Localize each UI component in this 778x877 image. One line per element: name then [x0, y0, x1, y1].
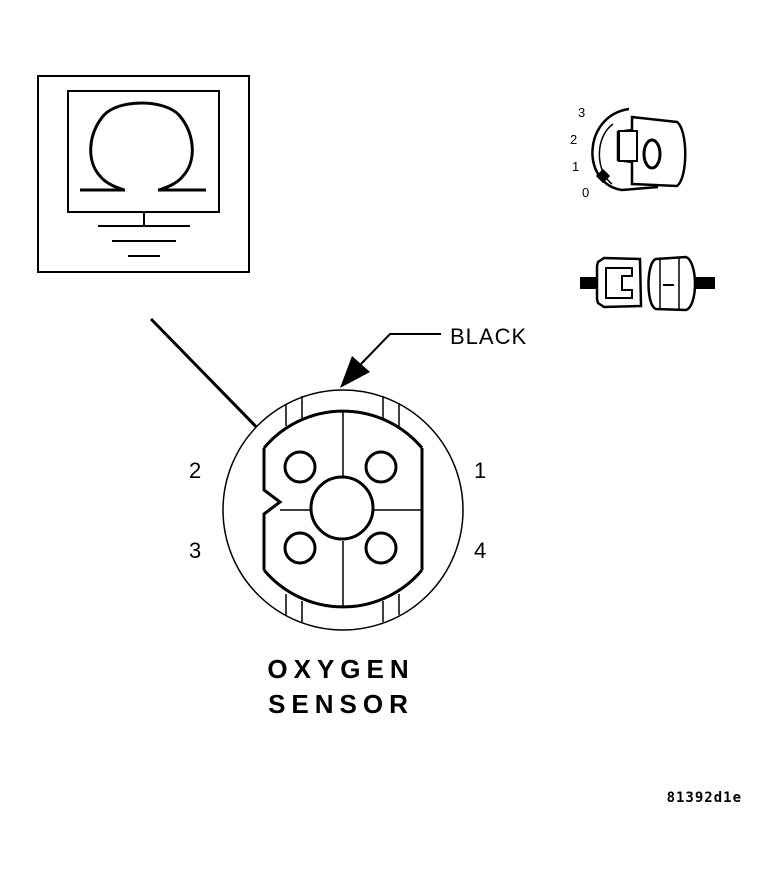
connector-center-post [309, 475, 375, 541]
reference-code: 81392d1e [667, 790, 742, 806]
title-line-2: SENSOR [268, 689, 414, 719]
pin-cavity-2 [283, 450, 317, 484]
pin-cavity-4 [364, 531, 398, 565]
pin-label-2: 2 [189, 458, 201, 483]
pin-label-1: 1 [474, 458, 486, 483]
key-position-marker [595, 168, 611, 184]
pin-cavity-3 [283, 531, 317, 565]
title-line-1: OXYGEN [267, 654, 414, 684]
pin-label-3: 3 [189, 538, 201, 563]
ohmmeter-symbol [37, 75, 250, 273]
ohmmeter-display [67, 90, 220, 213]
ohm-icon [80, 101, 206, 192]
disconnected-connector-icon [580, 255, 715, 312]
key-position-1: 1 [572, 159, 579, 174]
callout-label-black: BLACK [450, 324, 527, 349]
key-position-0: 0 [582, 185, 589, 200]
ground-icon [98, 212, 190, 257]
color-callout: BLACK [340, 324, 527, 388]
sensor-connector-face: 2 1 3 4 [189, 389, 486, 631]
pin-label-4: 4 [474, 538, 486, 563]
pin-cavity-1 [364, 450, 398, 484]
key-position-3: 3 [578, 105, 585, 120]
ignition-switch-icon: 3 2 1 0 [570, 105, 687, 200]
key-position-2: 2 [570, 132, 577, 147]
